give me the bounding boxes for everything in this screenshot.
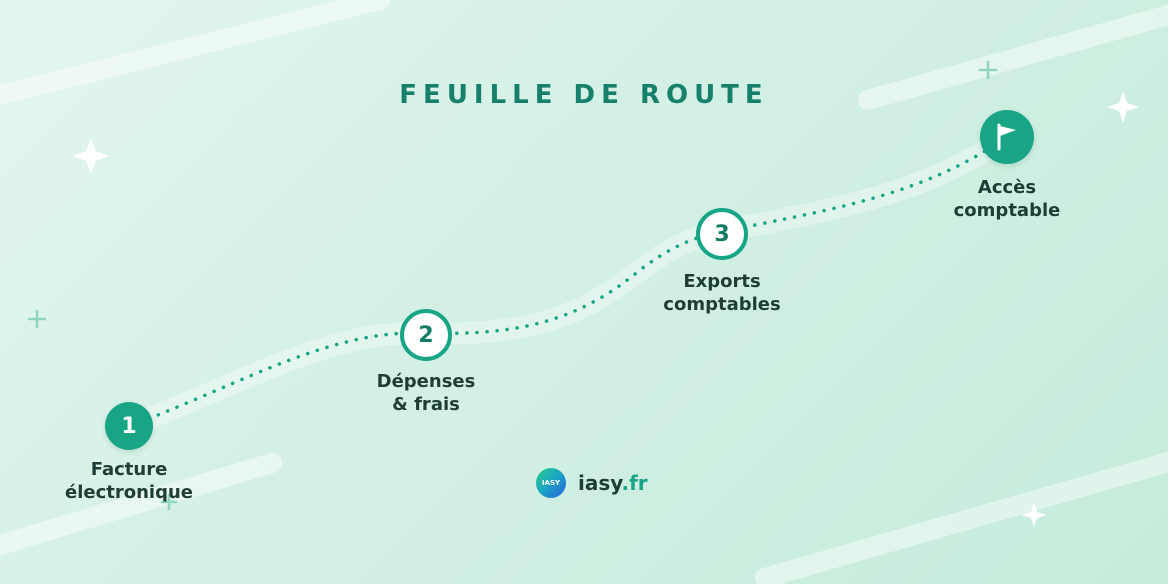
- step-3-label-line1: Exports: [683, 271, 761, 292]
- brand-name-tld: .fr: [621, 471, 648, 495]
- step-2-label-line1: Dépenses: [376, 371, 476, 392]
- step-1-number: 1: [121, 413, 137, 439]
- step-4-label: Accès comptable: [907, 176, 1107, 222]
- step-3-badge: 3: [696, 208, 748, 260]
- step-1-badge: 1: [105, 402, 153, 450]
- step-3-number: 3: [714, 221, 730, 247]
- sparkle-icon: [73, 91, 1139, 527]
- finish-flag-badge: [980, 110, 1034, 164]
- brand: IASY iasy.fr: [536, 468, 648, 498]
- page-title: FEUILLE DE ROUTE: [399, 80, 769, 110]
- brand-logo-text: IASY: [541, 479, 561, 487]
- step-4-label-line1: Accès: [977, 177, 1037, 198]
- brand-name-main: iasy: [578, 471, 622, 495]
- route-glow: [119, 126, 1018, 437]
- step-1-label-line1: Facture: [90, 459, 168, 480]
- flag-icon: [997, 123, 1016, 151]
- step-2-number: 2: [418, 322, 434, 348]
- plus-icon: [27, 60, 998, 511]
- step-2-label-line2: & frais: [392, 394, 460, 415]
- brand-name: iasy.fr: [578, 471, 648, 495]
- brand-logo-icon: IASY: [536, 468, 566, 498]
- step-2-badge: 2: [400, 309, 452, 361]
- route-dotted-line: [128, 135, 1009, 428]
- step-3-label-line2: comptables: [663, 294, 781, 315]
- step-2-label: Dépenses & frais: [326, 370, 526, 416]
- step-1-label-line2: électronique: [65, 482, 193, 503]
- step-3-label: Exports comptables: [622, 270, 822, 316]
- step-4-label-line2: comptable: [953, 200, 1061, 221]
- step-1-label: Facture électronique: [29, 458, 229, 504]
